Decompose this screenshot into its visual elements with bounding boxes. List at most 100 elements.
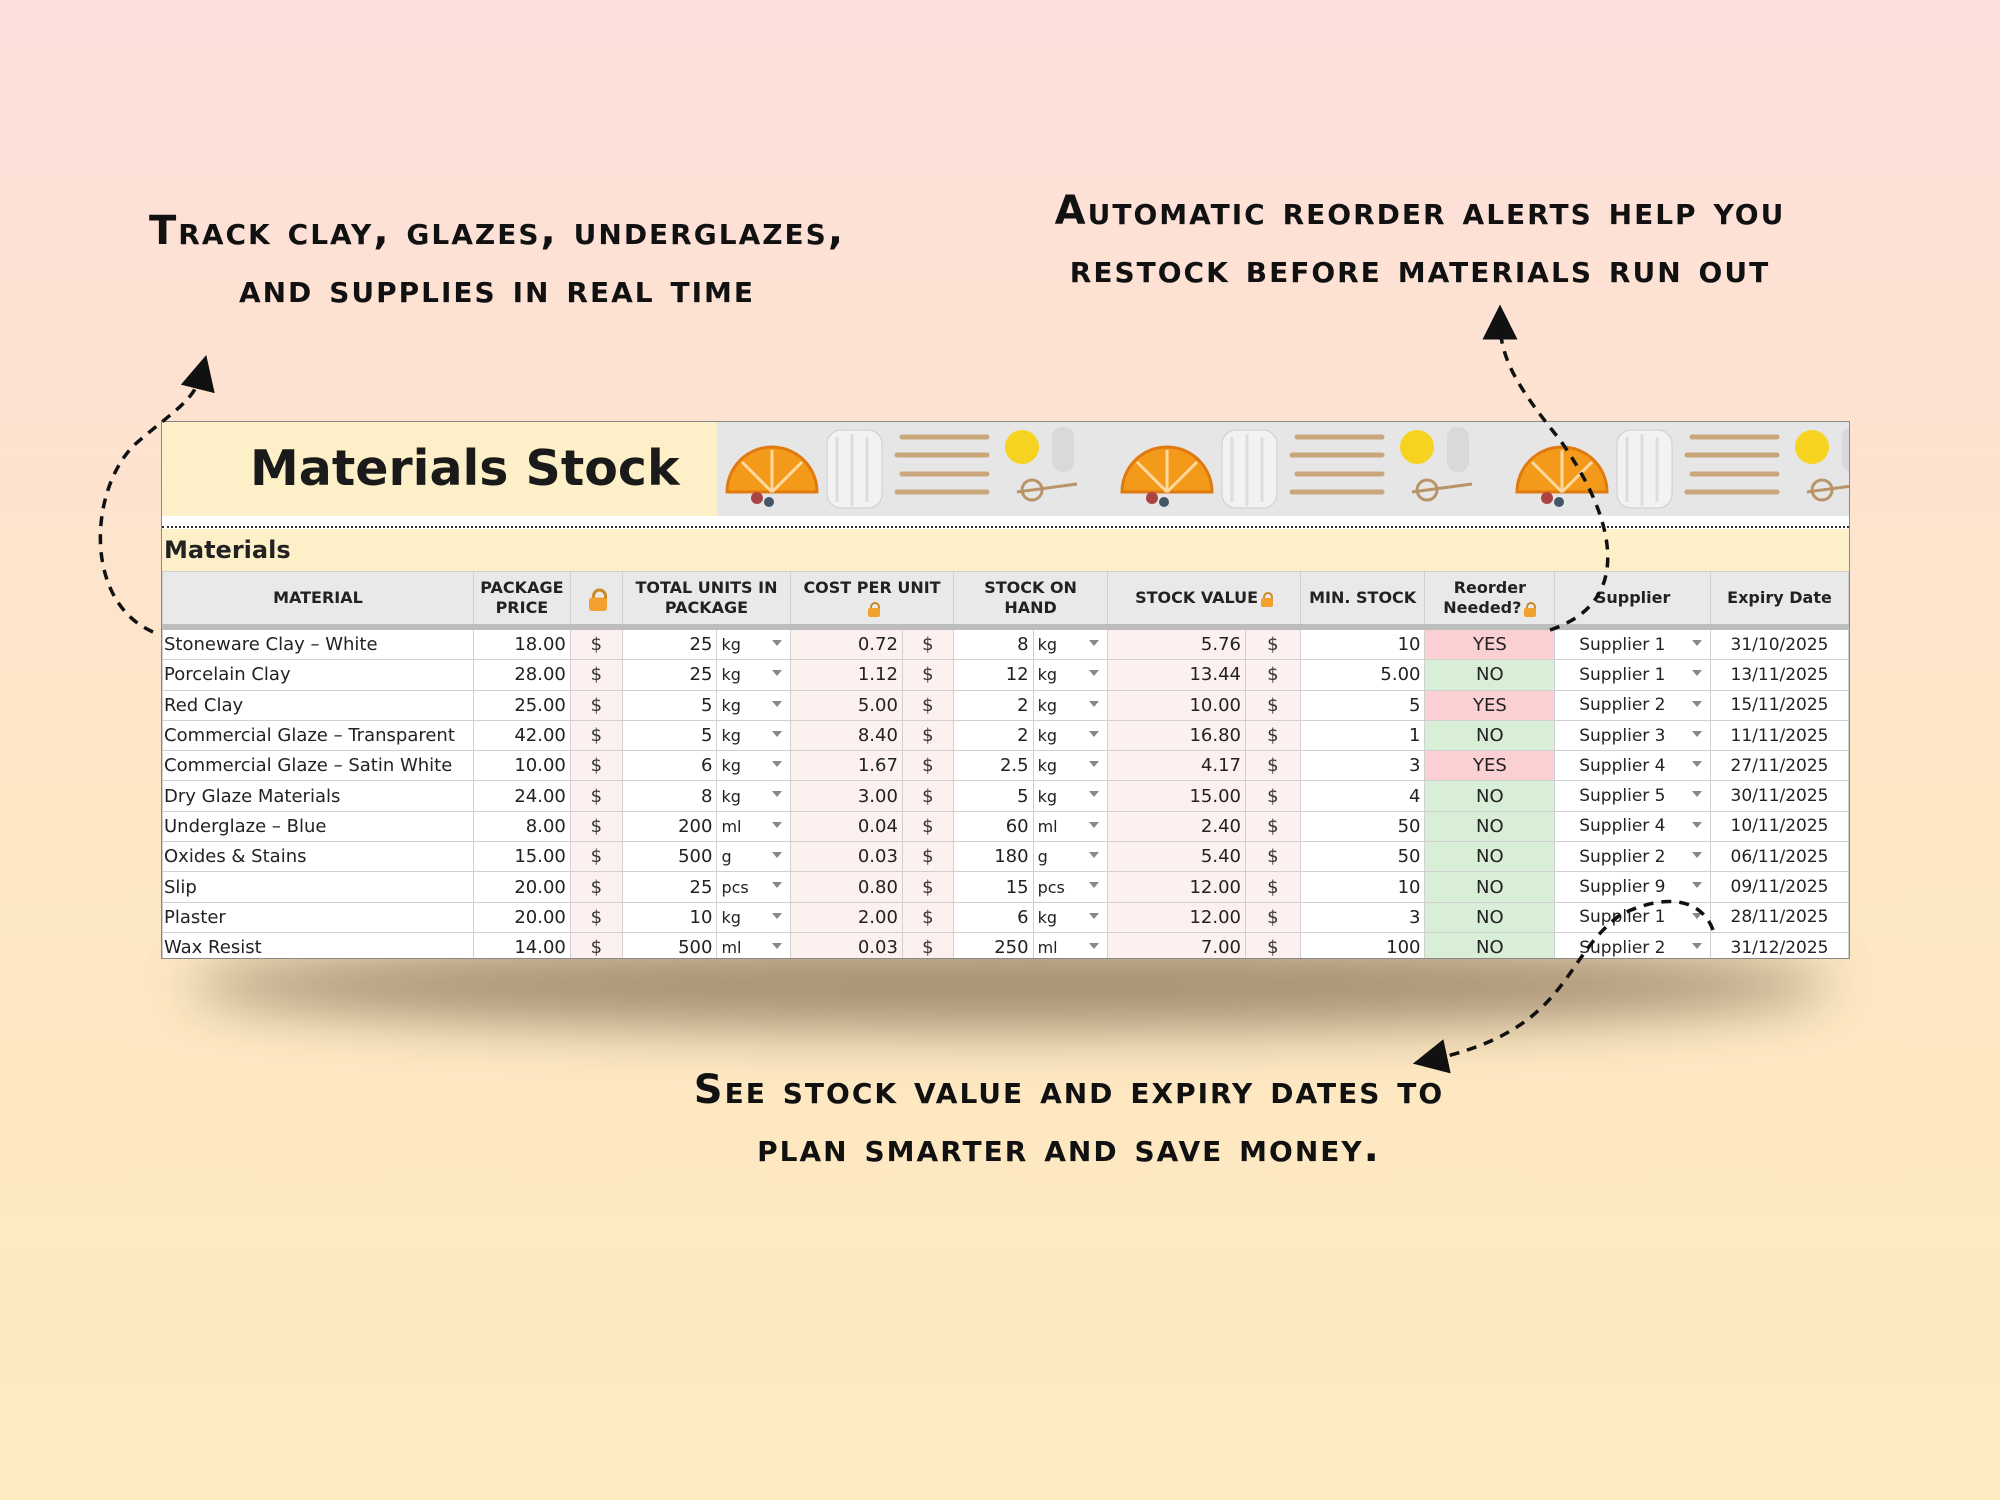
chevron-down-icon[interactable]: [1692, 882, 1703, 889]
stock-on-hand-cell[interactable]: 6: [952, 901, 1034, 933]
chevron-down-icon[interactable]: [1692, 912, 1703, 919]
expiry-date-cell[interactable]: 06/11/2025: [1710, 841, 1849, 873]
min-stock-cell[interactable]: 3: [1299, 750, 1426, 782]
chevron-down-icon[interactable]: [1089, 761, 1100, 768]
package-price-cell[interactable]: 15.00: [472, 841, 571, 873]
total-units-cell[interactable]: 6: [621, 750, 718, 782]
stock-on-hand-cell[interactable]: 250: [952, 931, 1034, 958]
chevron-down-icon[interactable]: [772, 942, 783, 949]
supplier-dropdown[interactable]: Supplier 1: [1554, 626, 1712, 661]
chevron-down-icon[interactable]: [1692, 852, 1703, 859]
unit-dropdown[interactable]: g: [716, 841, 792, 873]
total-units-cell[interactable]: 500: [621, 931, 718, 958]
stock-on-hand-cell[interactable]: 12: [952, 659, 1034, 691]
total-units-cell[interactable]: 500: [621, 841, 718, 873]
min-stock-cell[interactable]: 5.00: [1299, 659, 1426, 691]
package-price-cell[interactable]: 14.00: [472, 931, 571, 958]
stock-on-hand-cell[interactable]: 2.5: [952, 750, 1034, 782]
chevron-down-icon[interactable]: [1089, 942, 1100, 949]
stock-unit-dropdown[interactable]: ml: [1032, 931, 1109, 958]
material-cell[interactable]: Wax Resist: [162, 931, 474, 958]
chevron-down-icon[interactable]: [1089, 670, 1100, 677]
unit-dropdown[interactable]: kg: [716, 689, 792, 721]
chevron-down-icon[interactable]: [1692, 761, 1703, 768]
min-stock-cell[interactable]: 10: [1299, 871, 1426, 903]
total-units-cell[interactable]: 200: [621, 810, 718, 843]
stock-unit-dropdown[interactable]: g: [1032, 841, 1109, 873]
chevron-down-icon[interactable]: [1089, 791, 1100, 798]
package-price-cell[interactable]: 20.00: [472, 871, 571, 903]
chevron-down-icon[interactable]: [1692, 670, 1703, 677]
chevron-down-icon[interactable]: [772, 640, 783, 646]
unit-dropdown[interactable]: ml: [716, 810, 792, 843]
material-cell[interactable]: Oxides & Stains: [162, 841, 474, 873]
expiry-date-cell[interactable]: 11/11/2025: [1710, 719, 1849, 752]
material-cell[interactable]: Plaster: [162, 901, 474, 933]
total-units-cell[interactable]: 10: [621, 901, 718, 933]
expiry-date-cell[interactable]: 31/12/2025: [1710, 931, 1849, 958]
expiry-date-cell[interactable]: 30/11/2025: [1710, 780, 1849, 812]
chevron-down-icon[interactable]: [772, 791, 783, 798]
stock-on-hand-cell[interactable]: 60: [952, 810, 1034, 843]
chevron-down-icon[interactable]: [1089, 730, 1100, 737]
supplier-dropdown[interactable]: Supplier 4: [1554, 810, 1712, 843]
chevron-down-icon[interactable]: [772, 761, 783, 768]
stock-unit-dropdown[interactable]: kg: [1032, 750, 1109, 782]
expiry-date-cell[interactable]: 31/10/2025: [1710, 626, 1849, 661]
package-price-cell[interactable]: 28.00: [472, 659, 571, 691]
material-cell[interactable]: Red Clay: [162, 689, 474, 721]
supplier-dropdown[interactable]: Supplier 4: [1554, 750, 1712, 782]
chevron-down-icon[interactable]: [1692, 700, 1703, 707]
chevron-down-icon[interactable]: [1692, 730, 1703, 737]
expiry-date-cell[interactable]: 15/11/2025: [1710, 689, 1849, 721]
chevron-down-icon[interactable]: [772, 852, 783, 859]
chevron-down-icon[interactable]: [772, 730, 783, 737]
chevron-down-icon[interactable]: [1692, 821, 1703, 828]
chevron-down-icon[interactable]: [772, 882, 783, 889]
total-units-cell[interactable]: 25: [621, 871, 718, 903]
chevron-down-icon[interactable]: [1089, 882, 1100, 889]
chevron-down-icon[interactable]: [1692, 942, 1703, 949]
material-cell[interactable]: Commercial Glaze – Transparent: [162, 719, 474, 752]
chevron-down-icon[interactable]: [1089, 640, 1100, 646]
stock-unit-dropdown[interactable]: ml: [1032, 810, 1109, 843]
material-cell[interactable]: Slip: [162, 871, 474, 903]
supplier-dropdown[interactable]: Supplier 5: [1554, 780, 1712, 812]
package-price-cell[interactable]: 8.00: [472, 810, 571, 843]
package-price-cell[interactable]: 18.00: [472, 626, 571, 661]
stock-unit-dropdown[interactable]: kg: [1032, 626, 1109, 661]
stock-unit-dropdown[interactable]: kg: [1032, 689, 1109, 721]
min-stock-cell[interactable]: 50: [1299, 841, 1426, 873]
material-cell[interactable]: Stoneware Clay – White: [162, 626, 474, 661]
chevron-down-icon[interactable]: [1089, 821, 1100, 828]
supplier-dropdown[interactable]: Supplier 1: [1554, 659, 1712, 691]
chevron-down-icon[interactable]: [772, 670, 783, 677]
expiry-date-cell[interactable]: 10/11/2025: [1710, 810, 1849, 843]
chevron-down-icon[interactable]: [772, 912, 783, 919]
supplier-dropdown[interactable]: Supplier 2: [1554, 841, 1712, 873]
chevron-down-icon[interactable]: [1089, 852, 1100, 859]
package-price-cell[interactable]: 25.00: [472, 689, 571, 721]
chevron-down-icon[interactable]: [772, 700, 783, 707]
chevron-down-icon[interactable]: [1089, 912, 1100, 919]
package-price-cell[interactable]: 24.00: [472, 780, 571, 812]
total-units-cell[interactable]: 25: [621, 626, 718, 661]
stock-unit-dropdown[interactable]: kg: [1032, 719, 1109, 752]
unit-dropdown[interactable]: ml: [716, 931, 792, 958]
package-price-cell[interactable]: 20.00: [472, 901, 571, 933]
supplier-dropdown[interactable]: Supplier 9: [1554, 871, 1712, 903]
expiry-date-cell[interactable]: 09/11/2025: [1710, 871, 1849, 903]
package-price-cell[interactable]: 42.00: [472, 719, 571, 752]
chevron-down-icon[interactable]: [1089, 700, 1100, 707]
chevron-down-icon[interactable]: [1692, 791, 1703, 798]
stock-unit-dropdown[interactable]: kg: [1032, 780, 1109, 812]
chevron-down-icon[interactable]: [772, 821, 783, 828]
stock-on-hand-cell[interactable]: 8: [952, 626, 1034, 661]
min-stock-cell[interactable]: 100: [1299, 931, 1426, 958]
stock-on-hand-cell[interactable]: 15: [952, 871, 1034, 903]
material-cell[interactable]: Dry Glaze Materials: [162, 780, 474, 812]
material-cell[interactable]: Underglaze – Blue: [162, 810, 474, 843]
chevron-down-icon[interactable]: [1692, 640, 1703, 646]
total-units-cell[interactable]: 25: [621, 659, 718, 691]
supplier-dropdown[interactable]: Supplier 1: [1554, 901, 1712, 933]
